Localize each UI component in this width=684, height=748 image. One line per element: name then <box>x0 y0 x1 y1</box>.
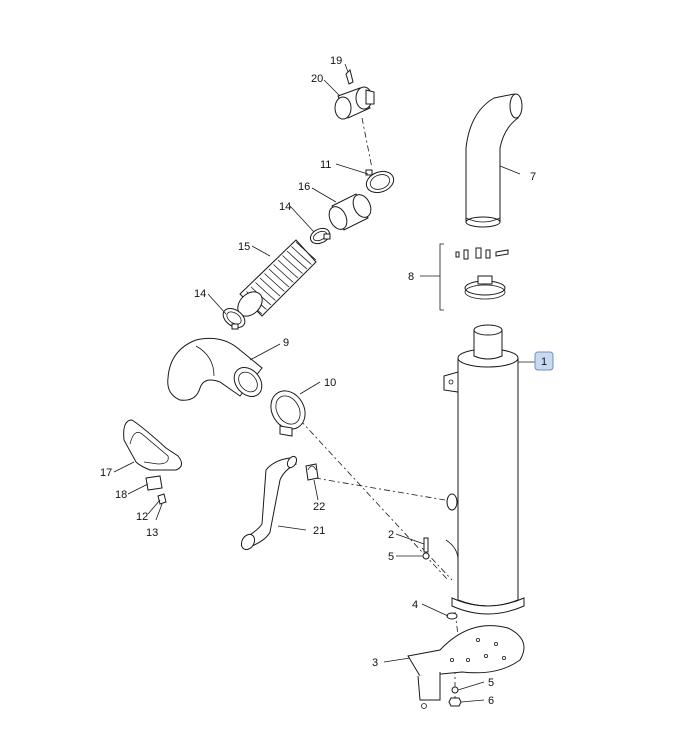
band-clamp[interactable] <box>264 385 312 437</box>
callout-22[interactable]: 22 <box>313 501 325 513</box>
exhaust-stack[interactable] <box>465 93 523 228</box>
hose-rib <box>277 259 299 279</box>
flex-hose[interactable] <box>233 239 317 321</box>
hose-rib <box>273 264 294 283</box>
hex-nut[interactable] <box>448 697 462 707</box>
inlet-adapter[interactable] <box>334 86 375 120</box>
callout-12[interactable]: 12 <box>136 511 148 523</box>
mounting-plate[interactable] <box>407 625 525 709</box>
callout-21[interactable]: 21 <box>313 525 325 537</box>
hanger-strap[interactable] <box>123 419 182 471</box>
upper-clamp[interactable] <box>363 168 396 196</box>
adapter-fastener[interactable] <box>345 69 354 85</box>
drain-tube[interactable] <box>239 455 299 552</box>
callout-20[interactable]: 20 <box>311 73 323 85</box>
stack-clamp-kit[interactable] <box>439 243 509 311</box>
callout-1-highlight[interactable] <box>534 351 554 371</box>
connector-sleeve[interactable] <box>326 192 375 233</box>
hose-rib <box>286 250 308 270</box>
callout-19[interactable]: 19 <box>330 55 342 67</box>
callout-7[interactable]: 7 <box>530 171 536 183</box>
strap-nut[interactable] <box>157 493 167 505</box>
callout-18[interactable]: 18 <box>115 489 127 501</box>
callout-labels: 19 20 11 16 14 15 14 9 10 7 8 17 18 12 1… <box>100 55 554 707</box>
hose-rib <box>291 246 312 265</box>
callout-8[interactable]: 8 <box>408 271 414 283</box>
callout-10[interactable]: 10 <box>324 377 336 389</box>
callout-11[interactable]: 11 <box>320 159 331 171</box>
strap-bolt[interactable] <box>145 475 163 491</box>
gasket[interactable] <box>446 612 458 620</box>
hose-clamp-lower[interactable] <box>220 305 249 332</box>
callout-13[interactable]: 13 <box>146 527 158 539</box>
callout-15[interactable]: 15 <box>238 241 250 253</box>
callout-5b[interactable]: 5 <box>488 677 494 689</box>
lock-washer-upper[interactable] <box>422 552 430 560</box>
cap-screw[interactable] <box>423 537 429 553</box>
callout-16[interactable]: 16 <box>298 181 310 193</box>
hose-rib <box>259 277 281 297</box>
hose-clamp-upper[interactable] <box>308 225 332 246</box>
hose-rib <box>264 273 285 292</box>
callout-5a[interactable]: 5 <box>388 551 394 563</box>
callout-14a[interactable]: 14 <box>279 201 291 213</box>
hose-rib <box>250 286 272 306</box>
lock-washer-lower[interactable] <box>451 686 459 694</box>
elbow-pipe[interactable] <box>167 337 268 402</box>
callout-3[interactable]: 3 <box>372 657 378 669</box>
hose-rib <box>268 268 290 288</box>
hose-rib <box>295 241 317 261</box>
hose-rib <box>282 255 303 274</box>
tube-clip[interactable] <box>305 463 319 481</box>
callout-1[interactable]: 1 <box>541 356 547 368</box>
callout-6[interactable]: 6 <box>488 695 494 707</box>
callout-17[interactable]: 17 <box>100 467 112 479</box>
callout-14b[interactable]: 14 <box>194 288 206 300</box>
assembly-centerlines <box>299 117 461 700</box>
callout-9[interactable]: 9 <box>283 337 289 349</box>
callout-2[interactable]: 2 <box>388 529 394 541</box>
callout-4[interactable]: 4 <box>412 599 418 611</box>
leader-lines <box>113 63 540 703</box>
muffler-body[interactable] <box>443 324 525 615</box>
hose-rib <box>255 282 276 301</box>
